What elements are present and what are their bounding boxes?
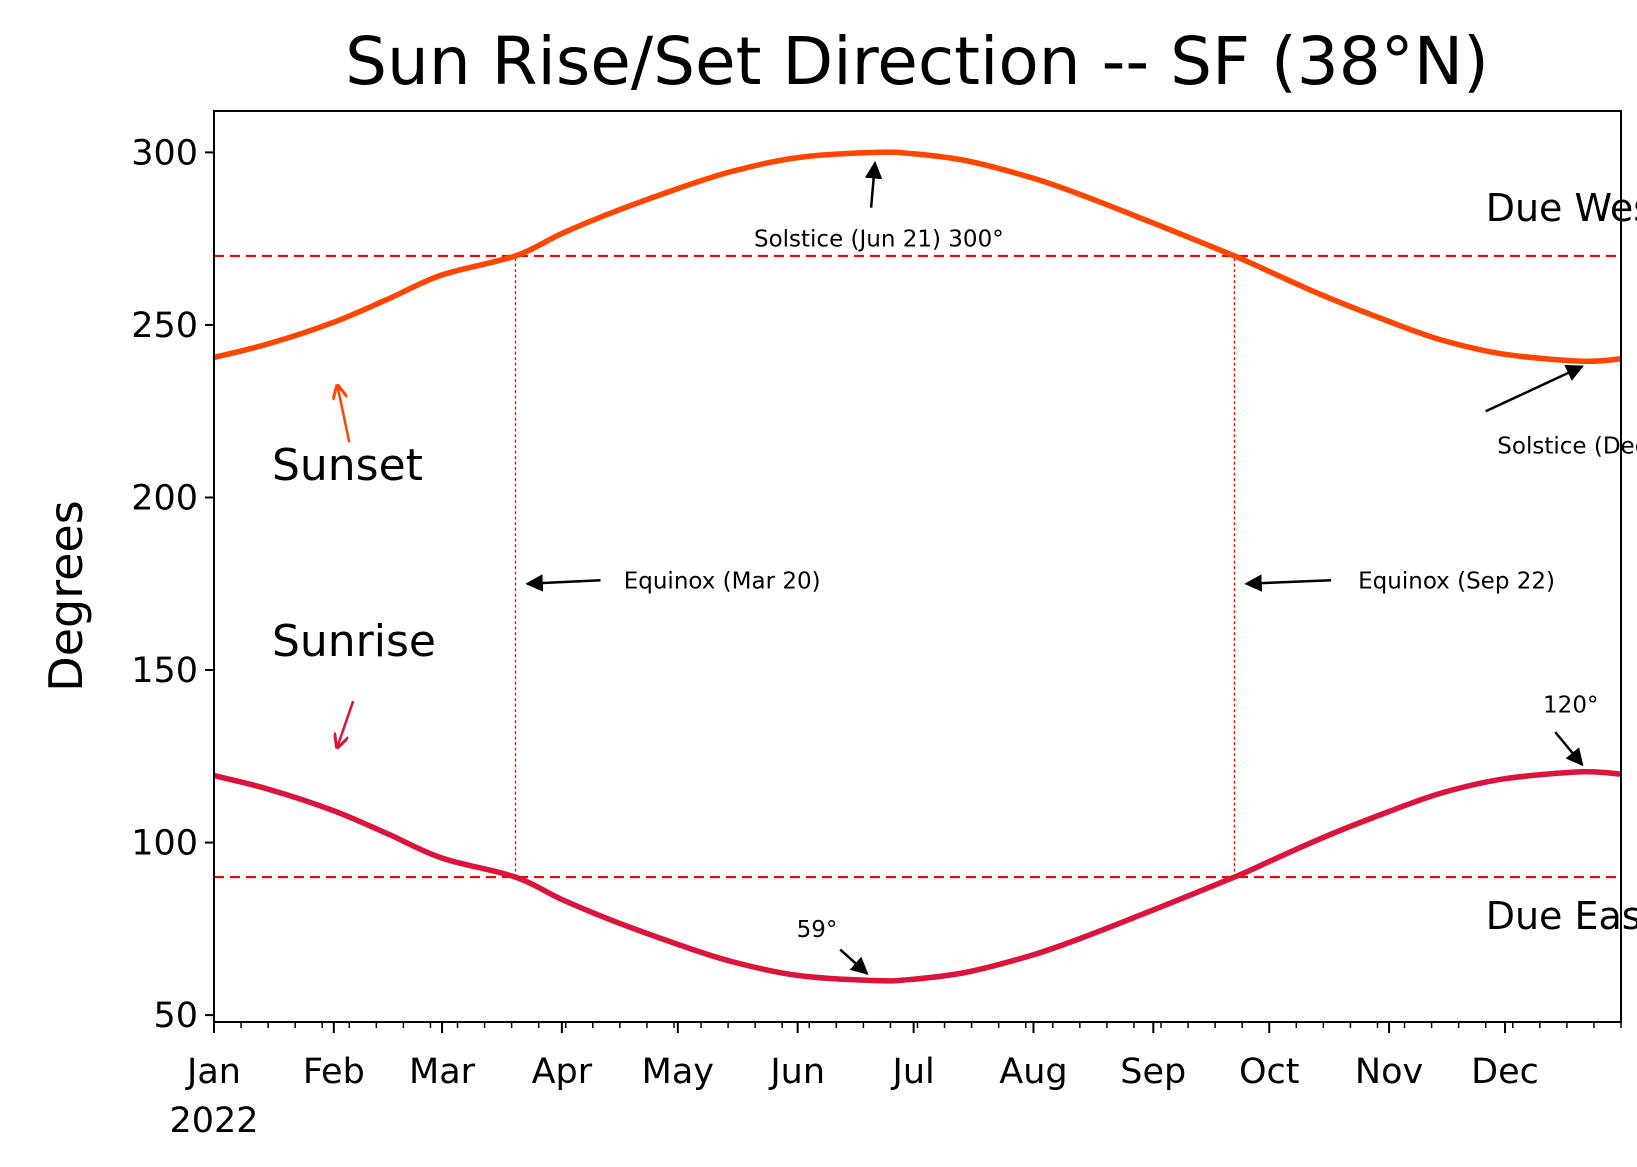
plot-area	[214, 149, 1621, 984]
annotation-arrow	[1244, 574, 1332, 592]
x-tick-label: Aug	[999, 1052, 1067, 1092]
y-tick-label: 300	[131, 133, 198, 173]
y-tick-label: 100	[131, 824, 198, 864]
x-tick-label: Jul	[891, 1052, 935, 1092]
chart-title: Sun Rise/Set Direction -- SF (38°N)	[345, 23, 1489, 100]
sunrise-label-arrow	[338, 700, 355, 746]
y-tick-label: 150	[131, 651, 198, 691]
sunrise-label: Sunrise	[272, 616, 436, 667]
sunset-label: Sunset	[272, 440, 423, 491]
series-lines	[214, 149, 1621, 984]
y-tick-label: 250	[131, 306, 198, 346]
x-tick-label: Mar	[409, 1052, 476, 1092]
annotation-arrow	[1485, 365, 1584, 413]
annotation-arrow	[864, 161, 883, 208]
annotation-arrow	[525, 574, 601, 592]
annotation-label: 120°	[1543, 693, 1598, 719]
x-tick-label: Dec	[1471, 1052, 1539, 1092]
sunset-series-line	[214, 149, 1621, 365]
y-tick-label: 50	[153, 996, 198, 1036]
x-tick-label: Feb	[303, 1052, 365, 1092]
annotation-arrow	[839, 948, 869, 975]
x-tick-year-label: 2022	[169, 1101, 258, 1141]
x-tick-label: May	[642, 1052, 714, 1092]
annotation-label: Equinox (Mar 20)	[624, 568, 821, 594]
annotation-label: Equinox (Sep 22)	[1358, 568, 1555, 594]
x-tick-label: Oct	[1239, 1052, 1300, 1092]
x-tick-label: Jan	[185, 1052, 241, 1092]
y-axis-label: Degrees	[39, 500, 93, 691]
due-east-label: Due East	[1486, 894, 1637, 938]
y-tick-label: 200	[131, 478, 198, 518]
annotation-label: Solstice (Jun 21) 300°	[754, 227, 1004, 253]
x-tick-label: Sep	[1120, 1052, 1186, 1092]
due-west-label: Due West	[1486, 186, 1637, 230]
annotation-label: Solstice (Dec 21) 239°	[1497, 434, 1637, 460]
annotation-arrow	[1554, 731, 1584, 767]
sunset-label-arrow	[338, 387, 351, 443]
x-tick-label: Jun	[768, 1052, 825, 1092]
x-tick-label: Nov	[1355, 1052, 1423, 1092]
sunrise-series-line	[214, 768, 1621, 984]
x-tick-label: Apr	[532, 1052, 593, 1092]
annotation-label: 59°	[797, 917, 838, 943]
